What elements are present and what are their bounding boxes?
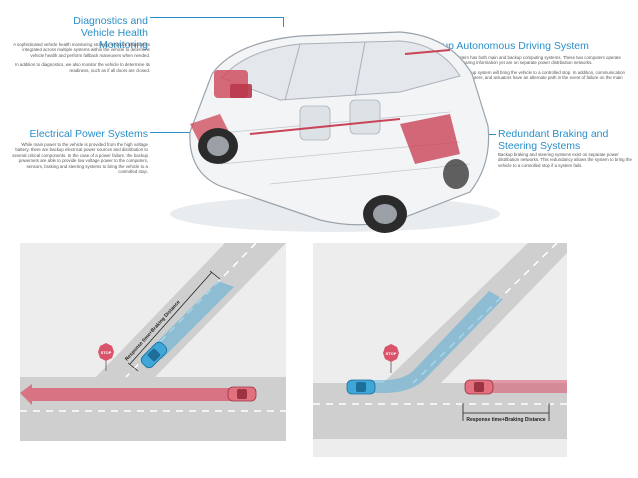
rear-right-wheel — [443, 159, 469, 189]
vehicle-glass — [221, 40, 461, 101]
right-distance-bracket — [462, 403, 550, 421]
right-red-path — [483, 380, 567, 393]
left-lane-marking-diagonal — [125, 243, 257, 378]
roof-sensor-harness — [404, 49, 451, 55]
braking-title: Redundant Braking and Steering Systems — [498, 128, 618, 152]
power-harness — [249, 118, 401, 135]
vehicle-seat-rear — [349, 99, 381, 135]
right-blue-path — [353, 291, 503, 393]
vehicle-infographic: Diagnostics and Vehicle Health Monitorin… — [0, 0, 638, 238]
electrical-callout-line — [150, 132, 194, 133]
braking-title-line2: Steering Systems — [498, 140, 581, 152]
left-stop-sign: STOP — [98, 343, 114, 371]
front-wheel — [198, 128, 238, 164]
braking-text: Backup braking and steering systems exis… — [498, 152, 632, 168]
braking-title-line1: Redundant Braking and — [498, 128, 609, 140]
diagnostics-title: Diagnostics and Vehicle Health Monitorin… — [40, 15, 148, 51]
rear-braking-module — [400, 114, 460, 164]
left-stop-text: STOP — [101, 350, 112, 355]
right-red-car — [464, 379, 494, 395]
left-red-car — [227, 386, 257, 402]
transparent-vehicle-illustration — [170, 31, 500, 233]
left-distance-bracket — [127, 270, 221, 372]
right-distance-label: Response time+Braking Distance — [466, 417, 546, 423]
right-stop-text: STOP — [386, 351, 397, 356]
right-diagonal-road — [383, 243, 567, 383]
diagnostics-paragraph-1: A sophisticated vehicle health monitorin… — [13, 42, 150, 58]
diagnostics-title-line1: Diagnostics and — [73, 15, 148, 27]
diagnostics-title-line2: Vehicle Health Monitoring — [80, 27, 148, 51]
computer-module — [230, 84, 252, 98]
backup-paragraph-1: The Virtual Driver System has both main … — [419, 55, 621, 66]
vehicle-pillar-b — [354, 41, 366, 97]
left-red-path-arrow — [20, 384, 240, 405]
vehicle-pillar-a — [284, 43, 301, 101]
diagnostics-callout-line — [150, 17, 284, 18]
electrical-text: While main power to the vehicle is provi… — [12, 142, 148, 175]
right-stop-sign: STOP — [383, 344, 399, 373]
right-scenario-diagram: Response time+Braking Distance STOP — [313, 243, 567, 457]
left-scenario-diagram: Response time+Braking Distance STOP — [20, 243, 286, 441]
backup-title: Backup Autonomous Driving System — [419, 40, 589, 52]
diagnostics-text: A sophisticated vehicle health monitorin… — [8, 42, 150, 73]
rear-wheel — [363, 195, 407, 233]
vehicle-seat-front — [299, 105, 331, 141]
left-blue-car — [140, 341, 168, 369]
diagnostics-callout-tick — [283, 17, 284, 27]
diagnostics-paragraph-2: In addition to diagnostics, we also moni… — [15, 62, 150, 73]
right-blue-car — [346, 379, 376, 395]
left-blue-path — [146, 281, 234, 359]
electrical-title: Electrical Power Systems — [29, 128, 148, 140]
